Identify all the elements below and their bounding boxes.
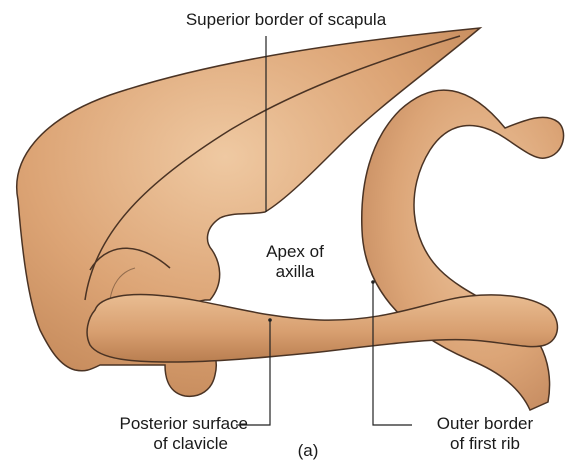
- label-apex-of-axilla: Apex of axilla: [235, 242, 355, 282]
- figure-caption: (a): [288, 441, 328, 461]
- leader-dot-outer: [371, 280, 375, 284]
- label-superior-border: Superior border of scapula: [0, 10, 572, 30]
- first-rib: [362, 90, 564, 410]
- label-outer-border: Outer border of first rib: [400, 414, 570, 454]
- leader-dot-posterior: [268, 318, 272, 322]
- label-posterior-surface: Posterior surface of clavicle: [40, 414, 250, 454]
